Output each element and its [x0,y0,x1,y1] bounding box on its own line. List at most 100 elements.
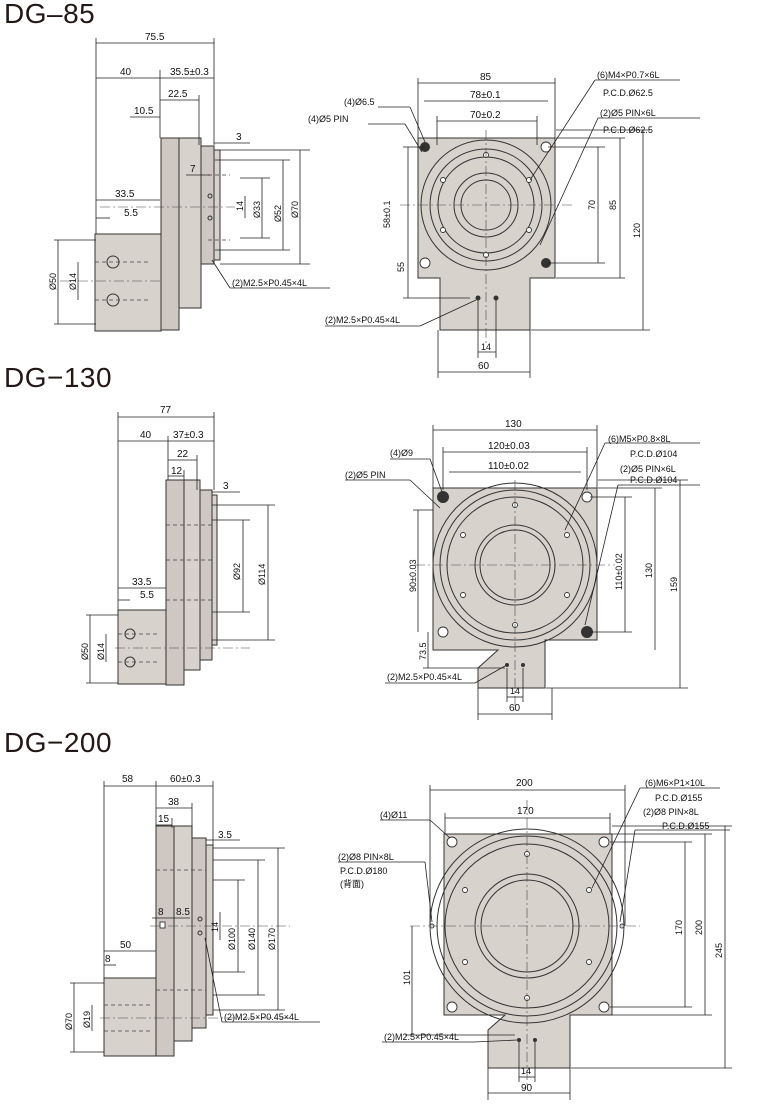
model-title-dg85: DG–85 [4,0,96,29]
dimension-label: 200 [694,920,704,935]
dimension-label: (2)M2.5×P0.45×4L [325,315,400,325]
dimension-label: 14 [235,201,245,211]
dimension-label: P.C.D.Ø104 [630,475,677,485]
dimension-label: P.C.D.Ø180 [340,866,387,876]
dimension-label: Ø70 [64,1013,74,1030]
dimension-label: Ø70 [290,201,300,218]
dimension-label: Ø140 [247,928,257,950]
dimension-label: (4)Ø5 PIN [308,114,349,124]
dimension-label: (2)M2.5×P0.45×4L [224,1012,299,1022]
dimension-label: (2)Ø5 PIN×6L [620,464,676,474]
dg130-motor-adapter [117,609,167,685]
dimension-label: 22.5 [168,89,188,100]
dimension-label: 60±0.3 [170,774,201,785]
dimension-label: 70 [587,200,597,210]
dg200-motor-adapter [103,977,157,1057]
dimension-label: 40 [120,67,132,78]
dimension-label: P.C.D.Ø155 [655,793,702,803]
dimension-label: P.C.D.Ø62.5 [603,125,653,135]
dimension-label: Ø92 [232,563,242,580]
dimension-label: 8 [105,954,111,965]
dimension-label: 10.5 [134,106,154,117]
dimension-label: 8 [158,907,164,918]
dimension-label: (6)M4×P0.7×6L [597,70,660,80]
dimension-label: (6)M6×P1×10L [645,778,705,788]
dimension-label: 170 [674,920,684,935]
dimension-label: (2)M2.5×P0.45×4L [232,278,307,288]
dimension-label: 14 [481,342,491,352]
dimension-label: 58±0.1 [382,201,392,228]
dimension-label: Ø33 [252,201,262,218]
dimension-label: Ø50 [48,273,58,290]
dimension-label: 14 [510,686,520,696]
dimension-label: 120±0.03 [488,441,530,452]
dimension-label: (背面) [340,878,364,889]
dimension-label: (4)Ø6.5 [344,97,375,107]
dg85-side-len-75-5: 75.5 [145,32,165,43]
dimension-label: 110±0.02 [614,553,624,590]
dimension-label: 33.5 [115,189,135,200]
dimension-label: Ø19 [82,1011,92,1028]
dimension-label: 15 [158,814,170,825]
dimension-label: 70±0.2 [470,110,501,121]
dimension-label: 110±0.02 [488,461,529,472]
dimension-label: Ø114 [257,564,267,585]
dimension-label: 85 [480,72,492,83]
dimension-label: 7 [190,164,196,175]
dg200-front-body [443,833,613,1069]
dimension-label: 58 [122,774,134,785]
model-title-dg200: DG−200 [4,727,113,758]
model-title-dg130: DG−130 [4,362,113,393]
dimension-label: (2)M2.5×P0.45×4L [387,672,462,682]
dimension-label: 14 [521,1066,531,1076]
dimension-label: 50 [120,940,132,951]
dimension-label: 77 [160,405,172,416]
dimension-label: 159 [669,577,679,592]
dimension-label: Ø50 [80,643,90,660]
dimension-label: (2)Ø5 PIN×6L [600,108,656,118]
dimension-label: 8.5 [176,907,190,918]
dimension-label: P.C.D.Ø62.5 [603,88,653,98]
dimension-label: (6)M5×P0.8×8L [608,434,671,444]
dimension-label: Ø14 [68,273,78,290]
dimension-label: P.C.D.Ø155 [662,821,709,831]
dimension-label: 12 [171,466,183,477]
dimension-label: 38 [168,797,180,808]
dimension-label: 40 [140,430,152,441]
dimension-label: 170 [517,806,534,817]
dimension-label: (2)Ø8 PIN×8L [643,807,699,817]
dimension-label: 35.5±0.3 [170,67,209,78]
dimension-label: Ø100 [227,928,237,950]
dimension-label: (2)Ø8 PIN×8L [338,852,394,862]
dimension-label: (2)M2.5×P0.45×4L [384,1032,459,1042]
dimension-label: Ø170 [267,928,277,950]
dimension-label: 78±0.1 [470,90,501,101]
dimension-label: 22 [177,449,189,460]
dimension-label: 130 [505,419,522,430]
dimension-label: 14 [210,922,220,932]
dimension-label: 33.5 [132,577,152,588]
dimension-label: 37±0.3 [173,430,204,441]
dimension-label: 5.5 [124,208,138,219]
dimension-label: 60 [478,361,490,372]
dimension-label: 90 [521,1083,533,1094]
dimension-label: (2)Ø5 PIN [345,470,386,480]
dimension-label: 90±0.03 [408,560,418,592]
dimension-label: 5.5 [140,590,154,601]
dimension-label: P.C.D.Ø104 [630,449,677,459]
dimension-label: 200 [516,778,533,789]
dimension-label: 3.5 [218,830,232,841]
dimension-label: 245 [714,943,724,958]
dimension-label: (4)Ø11 [380,810,407,820]
dimension-label: 55 [396,262,406,272]
dg85-motor-adapter [94,233,162,332]
dimension-label: 60 [509,703,521,714]
dimension-label: 85 [608,200,618,210]
dimension-label: 130 [644,563,654,578]
